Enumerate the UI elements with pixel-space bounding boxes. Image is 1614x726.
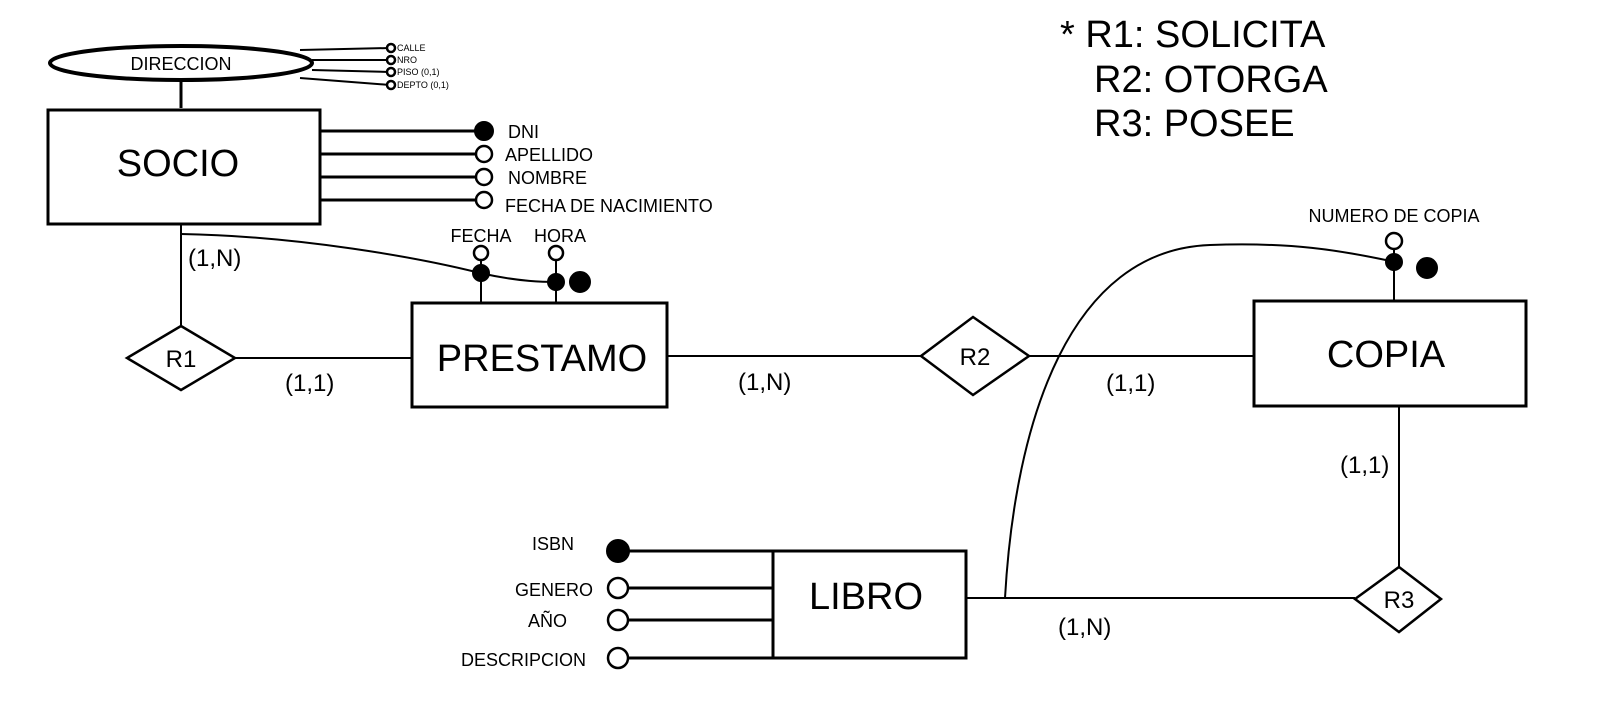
numero-copia-id-dot — [1385, 253, 1403, 271]
hora-id-dot — [547, 273, 565, 291]
direccion-ellipse — [48, 44, 314, 82]
numero-copia-marker — [1384, 231, 1404, 251]
piso-marker — [385, 66, 397, 78]
piso-line — [311, 69, 391, 73]
r2-label: R2 — [960, 344, 991, 371]
anio-marker — [606, 608, 630, 632]
hora-marker — [547, 244, 565, 262]
copia-box — [1252, 299, 1528, 408]
card-r1-prestamo: (1,1) — [285, 370, 334, 397]
descripcion-marker — [606, 646, 630, 670]
libro-entity: LIBRO ISBN GENERO AÑO DESCRIPCION — [461, 534, 968, 670]
depto-line — [299, 77, 391, 86]
connections — [179, 80, 1400, 599]
dni-label: DNI — [508, 122, 539, 142]
card-copia-r3: (1,1) — [1340, 452, 1389, 479]
nombre-marker — [474, 167, 494, 187]
apellido-label: APELLIDO — [505, 145, 593, 165]
prestamo-entity: PRESTAMO FECHA HORA — [410, 226, 669, 409]
r3-relationship: R3 — [1352, 565, 1444, 634]
anio-label: AÑO — [528, 610, 567, 631]
genero-label: GENERO — [515, 580, 593, 600]
calle-marker — [385, 42, 397, 54]
socio-label: SOCIO — [117, 143, 239, 185]
legend-r1: * R1: SOLICITA — [1060, 14, 1326, 56]
calle-label: CALLE — [397, 43, 426, 53]
dni-key-marker — [474, 121, 494, 141]
prestamo-key-marker — [569, 271, 591, 293]
copia-label: COPIA — [1327, 334, 1446, 376]
legend: * R1: SOLICITA R2: OTORGA R3: POSEE — [1060, 14, 1328, 145]
r2-diamond — [918, 315, 1032, 397]
numero-copia-label: NUMERO DE COPIA — [1308, 206, 1479, 226]
isbn-key-marker — [606, 539, 630, 563]
card-socio-r1: (1,N) — [188, 245, 241, 272]
genero-marker — [606, 576, 630, 600]
r1-relationship: R1 — [124, 324, 238, 392]
descripcion-label: DESCRIPCION — [461, 650, 586, 670]
fecha-id-dot — [472, 264, 490, 282]
card-libro-r3: (1,N) — [1058, 614, 1111, 641]
direccion-attribute: DIRECCION CALLE NRO PISO (0,1) DEPTO (0,… — [48, 42, 449, 91]
legend-r3: R3: POSEE — [1094, 103, 1295, 145]
cardinalities: (1,N) (1,1) (1,N) (1,1) (1,1) (1,N) — [188, 245, 1389, 641]
nombre-label: NOMBRE — [508, 168, 587, 188]
depto-marker — [385, 79, 397, 91]
fecha-nacimiento-marker — [474, 190, 494, 210]
direccion-label: DIRECCION — [130, 54, 231, 74]
piso-label: PISO (0,1) — [397, 67, 440, 77]
prestamo-id-curve — [180, 233, 559, 283]
nro-marker — [385, 54, 397, 66]
calle-line — [299, 47, 391, 51]
r1-diamond — [124, 324, 238, 392]
prestamo-label: PRESTAMO — [437, 338, 647, 380]
legend-r2: R2: OTORGA — [1094, 59, 1328, 101]
copia-key-marker — [1416, 257, 1438, 279]
prestamo-box — [410, 301, 669, 409]
r1-label: R1 — [166, 346, 197, 373]
r3-diamond — [1352, 565, 1444, 634]
nro-label: NRO — [397, 55, 417, 65]
hora-label: HORA — [534, 226, 586, 246]
copia-entity: COPIA NUMERO DE COPIA — [1252, 206, 1528, 408]
card-prestamo-r2: (1,N) — [738, 369, 791, 396]
card-r2-copia: (1,1) — [1106, 370, 1155, 397]
fecha-nacimiento-label: FECHA DE NACIMIENTO — [505, 196, 713, 216]
depto-label: DEPTO (0,1) — [397, 80, 449, 90]
libro-label: LIBRO — [809, 576, 923, 618]
r3-label: R3 — [1384, 587, 1415, 614]
fecha-label: FECHA — [450, 226, 511, 246]
socio-box — [46, 108, 322, 226]
apellido-marker — [474, 144, 494, 164]
copia-id-curve — [1004, 243, 1396, 599]
r2-relationship: R2 — [918, 315, 1032, 397]
isbn-label: ISBN — [532, 534, 574, 554]
libro-box — [771, 549, 968, 660]
fecha-marker — [472, 244, 490, 262]
socio-entity: SOCIO DNI APELLIDO NOMBRE FECHA DE NACIM… — [46, 108, 713, 226]
